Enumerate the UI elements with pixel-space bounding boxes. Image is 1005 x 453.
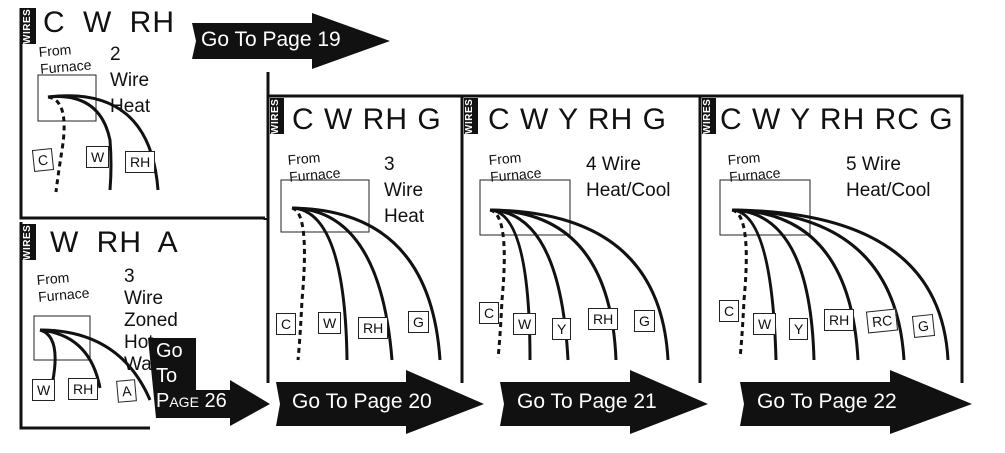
goto-page-21-arrow[interactable]: [500, 370, 710, 434]
terminal-label-rh: RH: [358, 317, 389, 339]
goto-page-20-label[interactable]: Go To Page 20: [292, 390, 432, 413]
terminal-label-w: W: [86, 146, 110, 168]
terminal-label-rc: RC: [865, 308, 899, 334]
terminal-label-c: C: [276, 313, 297, 335]
goto-page-19-label[interactable]: Go To Page 19: [201, 28, 341, 51]
goto-page-26-arrow[interactable]: [148, 338, 273, 428]
terminal-label-c: C: [479, 302, 500, 324]
terminal-label-rh: RH: [125, 151, 156, 173]
goto-page-19-arrow[interactable]: [192, 13, 392, 69]
terminal-header: C W Y RH RC G: [720, 103, 954, 136]
terminal-label-g: G: [408, 311, 429, 333]
terminal-label-c: C: [719, 300, 740, 322]
terminal-header: W RH A: [50, 226, 179, 259]
terminal-label-rh: RH: [824, 309, 855, 331]
terminal-label-y: Y: [552, 318, 572, 340]
goto-page-20-arrow[interactable]: [276, 370, 486, 434]
terminal-label-y: Y: [789, 318, 809, 340]
goto-page-21-label[interactable]: Go To Page 21: [517, 390, 657, 413]
terminal-label-w: W: [753, 313, 777, 335]
goto-page-26-label[interactable]: Go To Page 26: [156, 340, 227, 412]
terminal-label-g: G: [911, 313, 935, 339]
terminal-label-w: W: [32, 379, 56, 401]
terminal-label-rh: RH: [588, 308, 619, 330]
terminal-label-g: G: [634, 310, 655, 332]
terminal-header: C W RH G: [292, 103, 442, 136]
terminal-label-rh: RH: [68, 378, 99, 400]
terminal-header: C W Y RH G: [488, 103, 667, 136]
terminal-label-w: W: [513, 313, 537, 335]
terminal-header: C W RH: [43, 6, 175, 39]
goto-page-22-label[interactable]: Go To Page 22: [757, 390, 897, 413]
goto-page-22-arrow[interactable]: [740, 370, 975, 434]
terminal-label-w: W: [318, 312, 342, 334]
